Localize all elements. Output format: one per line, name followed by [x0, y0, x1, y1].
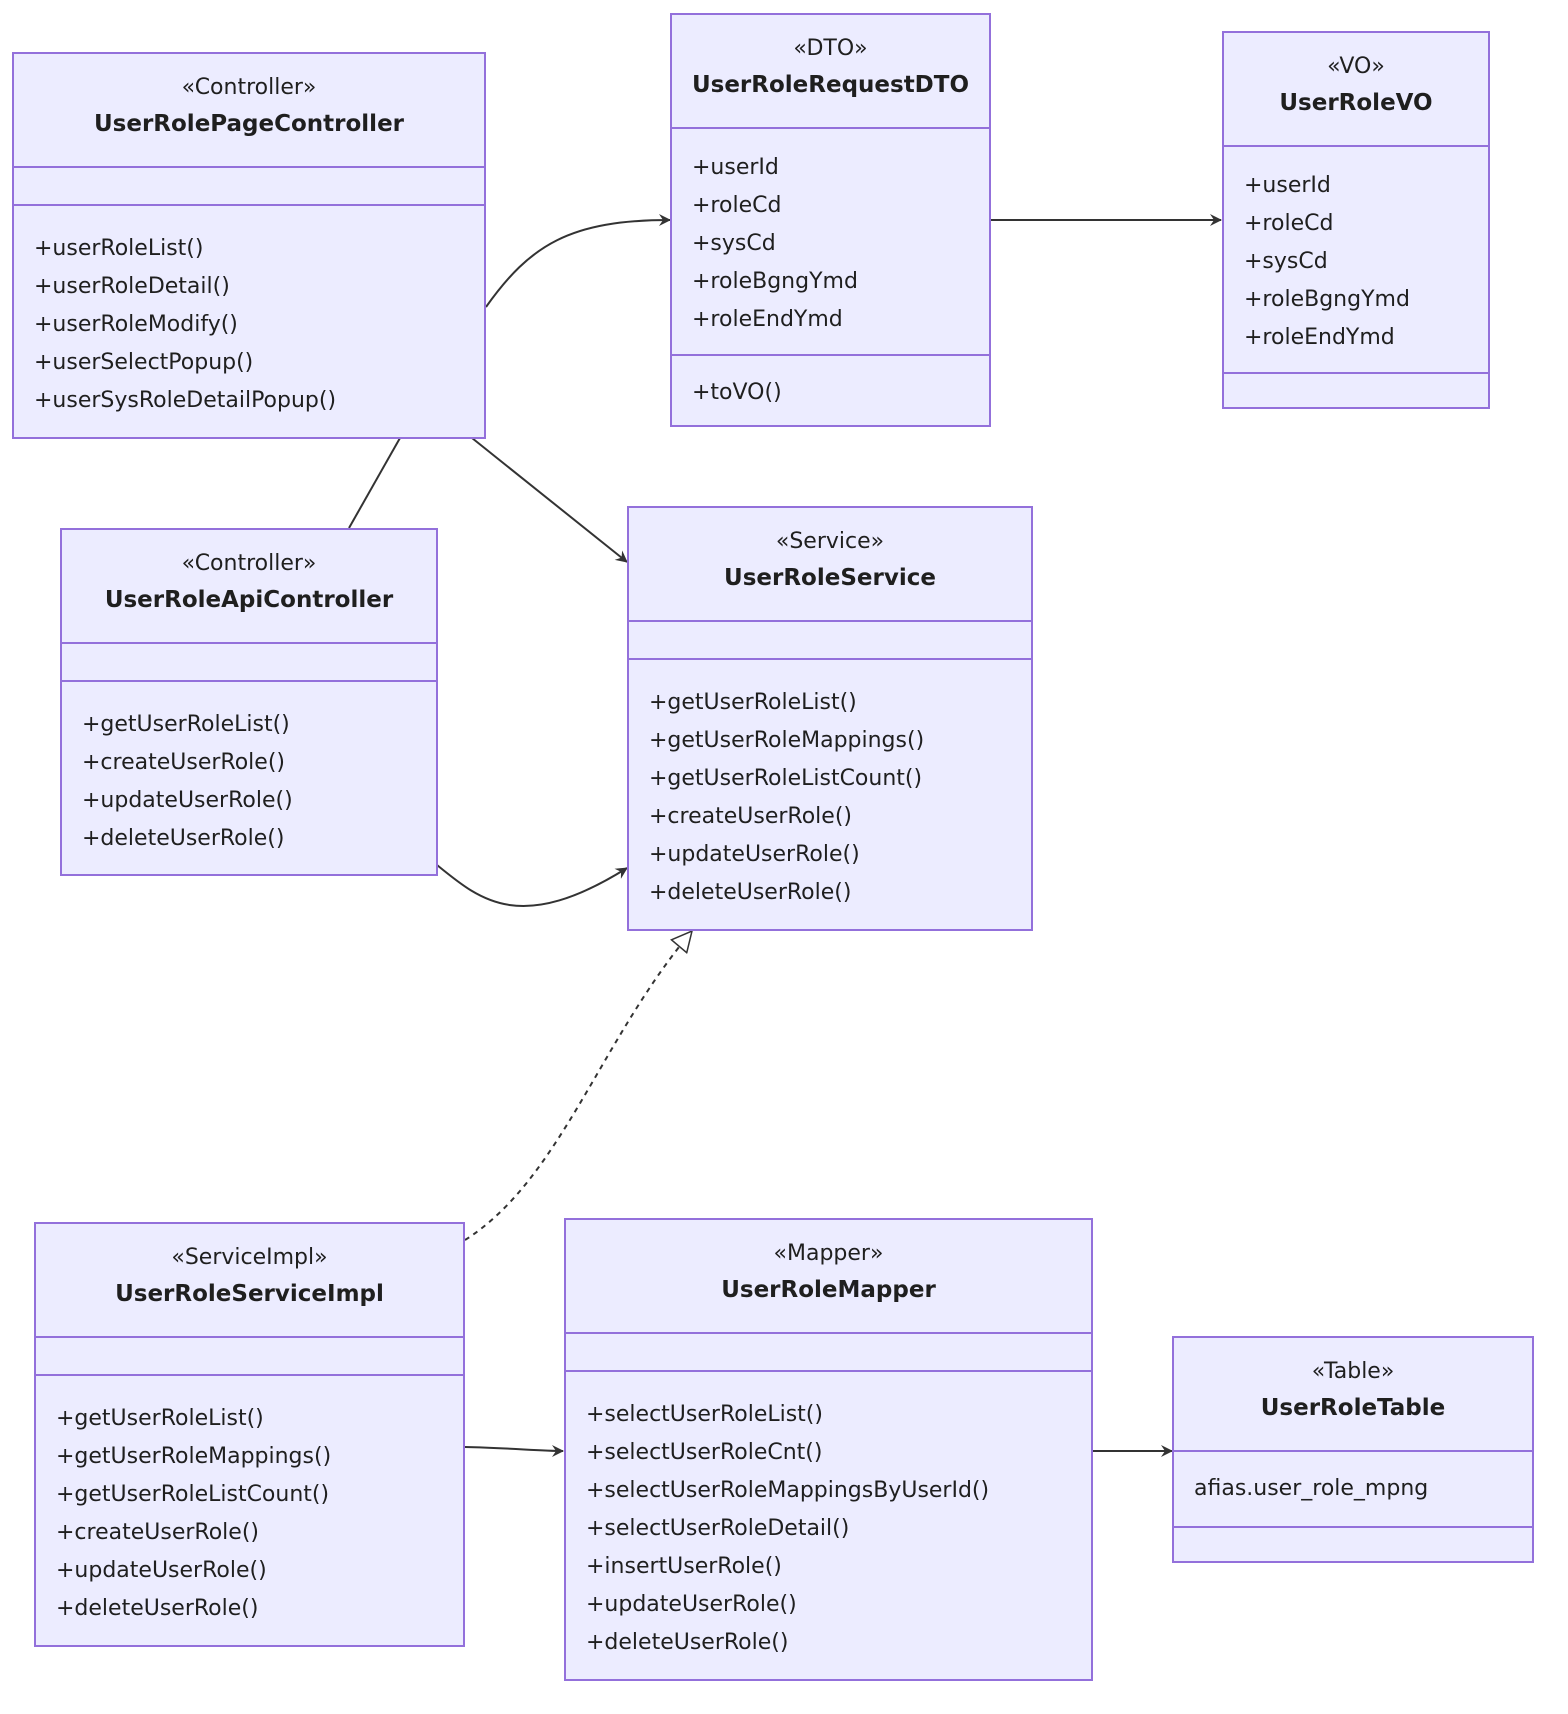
attribute: +sysCd [692, 231, 776, 256]
method: +selectUserRoleDetail() [586, 1516, 850, 1541]
attributes-compartment [14, 168, 484, 206]
attribute: +userId [1244, 173, 1331, 198]
stereotype-label: «Controller» [181, 551, 317, 576]
edge-service-impl-to-mapper [464, 1444, 564, 1457]
method: +getUserRoleList() [56, 1406, 264, 1431]
method: +userSelectPopup() [34, 350, 254, 375]
edge-service-impl-realizes-service [464, 931, 692, 1241]
edge-page-controller-to-api-controller [348, 437, 401, 529]
stereotype-label: «DTO» [793, 36, 868, 61]
class-user-role-mapper[interactable]: «Mapper» UserRoleMapper +selectUserRoleL… [564, 1218, 1093, 1681]
class-user-role-service[interactable]: «Service» UserRoleService +getUserRoleLi… [627, 506, 1033, 931]
class-header: «ServiceImpl» UserRoleServiceImpl [36, 1224, 463, 1338]
method: +deleteUserRole() [82, 826, 285, 851]
attribute: +roleBgngYmd [692, 269, 858, 294]
attribute: +userId [692, 155, 779, 180]
method: +getUserRoleListCount() [649, 766, 923, 791]
attributes-compartment [36, 1338, 463, 1376]
attribute: afias.user_role_mpng [1194, 1476, 1429, 1501]
class-header: «DTO» UserRoleRequestDTO [672, 15, 989, 129]
method: +updateUserRole() [56, 1558, 267, 1583]
method: +getUserRoleListCount() [56, 1482, 330, 1507]
class-header: «VO» UserRoleVO [1224, 33, 1488, 147]
methods-compartment: +getUserRoleList() +getUserRoleMappings(… [629, 660, 1031, 912]
method: +createUserRole() [649, 804, 852, 829]
method: +userSysRoleDetailPopup() [34, 388, 337, 413]
class-header: «Mapper» UserRoleMapper [566, 1220, 1091, 1334]
method: +updateUserRole() [82, 788, 293, 813]
method: +getUserRoleMappings() [56, 1444, 332, 1469]
method: +selectUserRoleCnt() [586, 1440, 823, 1465]
attributes-compartment [629, 622, 1031, 660]
edge-page-controller-to-service [471, 437, 628, 563]
attributes-compartment: +userId +roleCd +sysCd +roleBgngYmd +rol… [672, 129, 989, 356]
method: +createUserRole() [56, 1520, 259, 1545]
method: +selectUserRoleList() [586, 1402, 823, 1427]
attribute: +roleEndYmd [692, 307, 843, 332]
method: +userRoleList() [34, 236, 204, 261]
methods-compartment: +selectUserRoleList() +selectUserRoleCnt… [566, 1372, 1091, 1662]
method: +deleteUserRole() [56, 1596, 259, 1621]
edge-page-controller-to-request-dto [485, 214, 671, 308]
class-user-role-page-controller[interactable]: «Controller» UserRolePageController +use… [12, 52, 486, 439]
stereotype-label: «ServiceImpl» [171, 1245, 328, 1270]
attribute: +sysCd [1244, 249, 1328, 274]
class-name: UserRoleApiController [104, 587, 394, 613]
attribute: +roleCd [1244, 211, 1334, 236]
method: +insertUserRole() [586, 1554, 782, 1579]
method: +deleteUserRole() [586, 1630, 789, 1655]
class-header: «Controller» UserRolePageController [14, 54, 484, 168]
method: +getUserRoleMappings() [649, 728, 925, 753]
class-user-role-table[interactable]: «Table» UserRoleTable afias.user_role_mp… [1172, 1336, 1534, 1563]
methods-compartment: +getUserRoleList() +getUserRoleMappings(… [36, 1376, 463, 1628]
class-name: UserRoleVO [1279, 90, 1433, 116]
class-user-role-service-impl[interactable]: «ServiceImpl» UserRoleServiceImpl +getUs… [34, 1222, 465, 1647]
attribute: +roleEndYmd [1244, 325, 1395, 350]
attributes-compartment [62, 644, 436, 682]
attributes-compartment: +userId +roleCd +sysCd +roleBgngYmd +rol… [1224, 147, 1488, 374]
stereotype-label: «Service» [775, 529, 885, 554]
class-header: «Service» UserRoleService [629, 508, 1031, 622]
method: +deleteUserRole() [649, 880, 852, 905]
stereotype-label: «Controller» [181, 75, 317, 100]
class-name: UserRoleService [724, 565, 936, 591]
edge-api-controller-to-service [436, 864, 628, 907]
class-name: UserRoleServiceImpl [115, 1281, 384, 1307]
attribute: +roleCd [692, 193, 782, 218]
class-header: «Table» UserRoleTable [1174, 1338, 1532, 1452]
methods-compartment: +toVO() [672, 356, 989, 412]
method: +userRoleDetail() [34, 274, 230, 299]
method: +toVO() [692, 380, 782, 405]
methods-compartment: +getUserRoleList() +createUserRole() +up… [62, 682, 436, 858]
method: +updateUserRole() [586, 1592, 797, 1617]
stereotype-label: «Mapper» [773, 1241, 884, 1266]
stereotype-label: «VO» [1327, 54, 1385, 79]
attributes-compartment [566, 1334, 1091, 1372]
method: +updateUserRole() [649, 842, 860, 867]
class-name: UserRoleMapper [721, 1277, 936, 1303]
attribute: +roleBgngYmd [1244, 287, 1410, 312]
method: +getUserRoleList() [649, 690, 857, 715]
class-name: UserRolePageController [93, 111, 405, 137]
method: +userRoleModify() [34, 312, 238, 337]
method: +selectUserRoleMappingsByUserId() [586, 1478, 990, 1503]
class-user-role-request-dto[interactable]: «DTO» UserRoleRequestDTO +userId +roleCd… [670, 13, 991, 427]
class-user-role-api-controller[interactable]: «Controller» UserRoleApiController +getU… [60, 528, 438, 876]
class-header: «Controller» UserRoleApiController [62, 530, 436, 644]
attributes-compartment: afias.user_role_mpng [1174, 1452, 1532, 1528]
class-name: UserRoleRequestDTO [691, 72, 970, 98]
method: +createUserRole() [82, 750, 285, 775]
method: +getUserRoleList() [82, 712, 290, 737]
stereotype-label: «Table» [1311, 1359, 1395, 1384]
class-user-role-vo[interactable]: «VO» UserRoleVO +userId +roleCd +sysCd +… [1222, 31, 1490, 409]
methods-compartment: +userRoleList() +userRoleDetail() +userR… [14, 206, 484, 420]
class-name: UserRoleTable [1260, 1395, 1446, 1421]
